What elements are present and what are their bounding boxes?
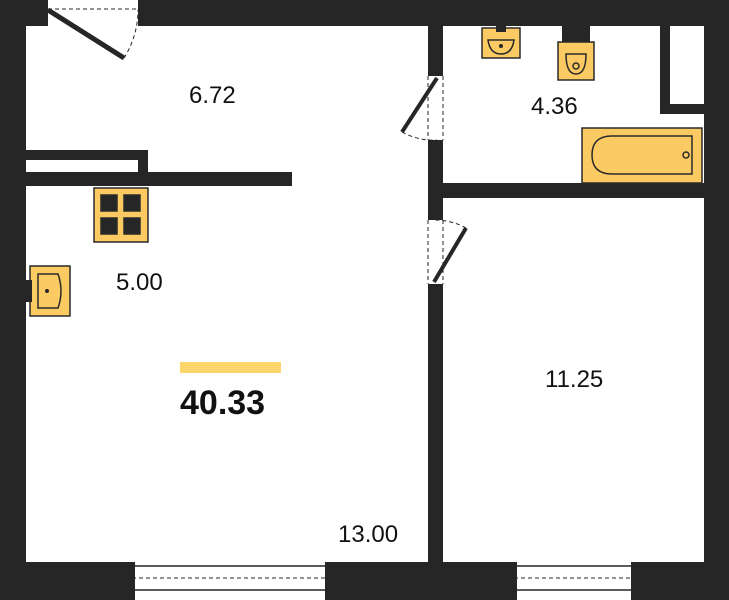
- wall-partition-middle: [428, 140, 443, 220]
- living-room-area-label: 13.00: [338, 521, 398, 548]
- wall-left: [0, 0, 26, 600]
- shaft-box-left: [660, 26, 670, 112]
- fixtures: [26, 26, 703, 317]
- toilet-icon: [557, 26, 595, 81]
- wall-bottom-left: [0, 562, 132, 600]
- inner-walls: [26, 26, 718, 562]
- shaft-box-bottom: [660, 104, 704, 114]
- entry-door: [46, 6, 139, 61]
- bedroom-area-label: 11.25: [545, 366, 603, 393]
- wall-bathroom-bottom: [428, 183, 718, 198]
- wall-top-right: [138, 0, 729, 26]
- washbasin-icon: [481, 26, 521, 59]
- bedroom-door: [427, 219, 468, 284]
- hallway-area-label: 6.72: [189, 82, 236, 109]
- total-area-accent-bar: [180, 362, 281, 373]
- bathtub-icon: [581, 127, 703, 184]
- wall-kitchen-upper: [26, 150, 148, 160]
- kitchen-sink-icon: [26, 265, 71, 317]
- doors: [46, 6, 468, 284]
- wall-bottom-middle: [328, 562, 514, 600]
- wall-bottom-right: [634, 562, 729, 600]
- stove-icon: [93, 187, 149, 243]
- windows: [129, 562, 637, 600]
- bathroom-door: [400, 76, 444, 141]
- wall-kitchen-post: [138, 150, 148, 172]
- wall-kitchen-lower: [26, 172, 292, 186]
- bathroom-area-label: 4.36: [531, 93, 578, 120]
- total-area-label: 40.33: [180, 384, 265, 422]
- wall-partition-lower: [428, 284, 443, 562]
- wall-partition-upper: [428, 26, 443, 76]
- window-living-room: [129, 562, 331, 600]
- window-bedroom: [511, 562, 637, 600]
- kitchen-area-label: 5.00: [116, 269, 163, 296]
- wall-right: [704, 0, 729, 600]
